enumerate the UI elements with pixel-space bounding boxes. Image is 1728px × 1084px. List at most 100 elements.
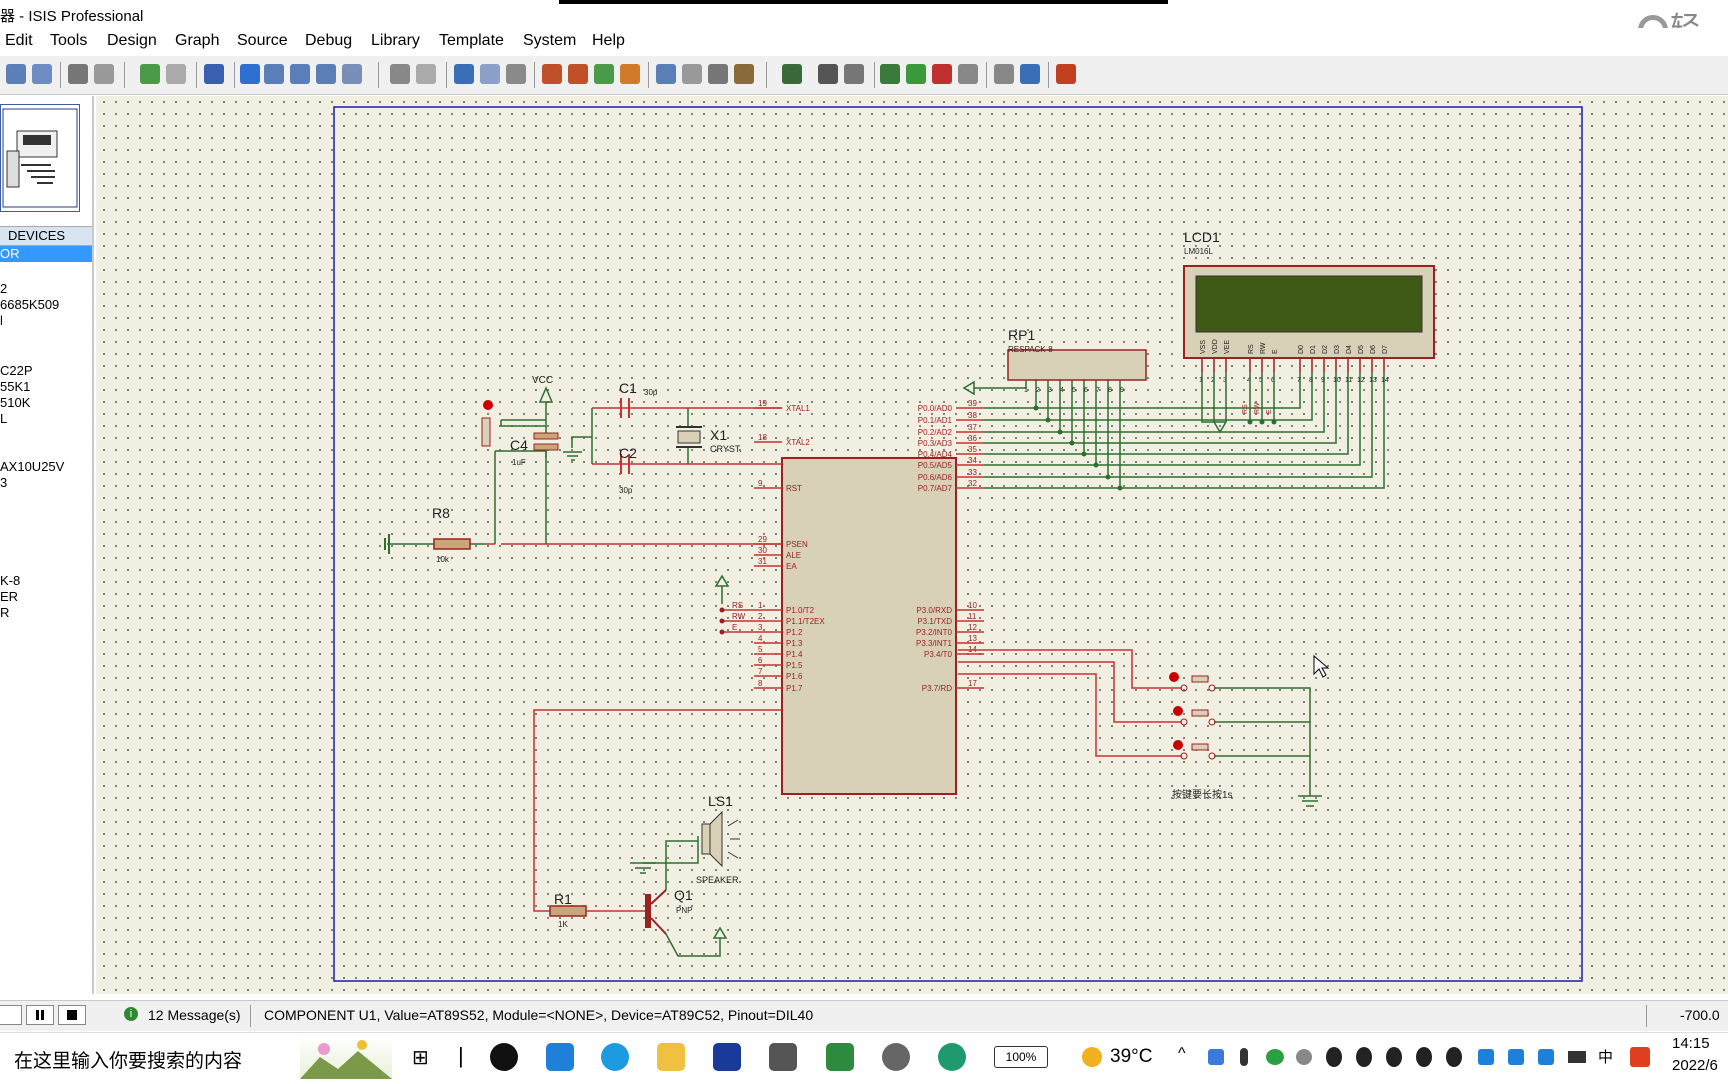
exit-parent-icon[interactable] — [958, 64, 978, 84]
stop-button[interactable] — [58, 1005, 86, 1025]
tray-app-icon[interactable] — [1538, 1049, 1554, 1065]
make-device-icon[interactable] — [682, 64, 702, 84]
device-item[interactable]: 510K — [0, 395, 31, 410]
device-item[interactable]: 6685K509 — [0, 297, 60, 312]
search-tag-icon[interactable] — [818, 64, 838, 84]
battery-indicator[interactable]: 100% — [994, 1046, 1048, 1068]
menu-tools[interactable]: Tools — [50, 32, 88, 49]
qq-tray-icon[interactable] — [1416, 1047, 1432, 1067]
isis-icon[interactable] — [713, 1043, 741, 1071]
menu-library[interactable]: Library — [371, 32, 420, 49]
bill-of-materials-icon[interactable] — [994, 64, 1014, 84]
r8-resistor[interactable] — [433, 538, 471, 550]
qq-icon[interactable] — [490, 1043, 518, 1071]
save-all-icon[interactable] — [32, 64, 52, 84]
electrical-check-icon[interactable] — [1020, 64, 1040, 84]
device-item[interactable]: C22P — [0, 363, 33, 378]
menu-design[interactable]: Design — [107, 32, 157, 49]
u1-chip-body[interactable] — [781, 457, 957, 795]
menu-edit[interactable]: Edit — [5, 32, 33, 49]
menu-template[interactable]: Template — [439, 32, 504, 49]
decompose-icon[interactable] — [734, 64, 754, 84]
print-icon[interactable] — [68, 64, 88, 84]
weather-temperature[interactable]: 39°C — [1110, 1046, 1153, 1067]
sogou-icon[interactable] — [1630, 1047, 1650, 1067]
redo-icon[interactable] — [416, 64, 436, 84]
rp1-respack[interactable] — [1007, 349, 1147, 381]
page-icon[interactable] — [94, 64, 114, 84]
pan-icon[interactable] — [240, 64, 260, 84]
cut-icon[interactable] — [454, 64, 474, 84]
c4-capacitor-top[interactable] — [533, 432, 559, 440]
device-item[interactable]: AX10U25V — [0, 459, 65, 474]
clock-time[interactable]: 14:15 — [1672, 1035, 1710, 1052]
qq-tray-icon[interactable] — [1356, 1047, 1372, 1067]
zoom-in-icon[interactable] — [264, 64, 284, 84]
keil-icon[interactable] — [826, 1043, 854, 1071]
zoom-out-icon[interactable] — [290, 64, 310, 84]
book-icon[interactable] — [769, 1043, 797, 1071]
origin-icon[interactable] — [204, 64, 224, 84]
c4-capacitor-bottom[interactable] — [533, 443, 559, 451]
qq-tray-icon[interactable] — [1446, 1047, 1462, 1067]
ime-indicator[interactable]: 中 — [1598, 1049, 1614, 1066]
network-icon[interactable] — [1568, 1051, 1586, 1063]
reset-button[interactable] — [481, 417, 491, 447]
remove-sheet-icon[interactable] — [932, 64, 952, 84]
settings-icon[interactable] — [882, 1043, 910, 1071]
menu-debug[interactable]: Debug — [305, 32, 353, 49]
wechat-icon[interactable] — [1266, 1049, 1284, 1065]
microphone-icon[interactable] — [1240, 1048, 1248, 1066]
qq-tray-icon[interactable] — [1386, 1047, 1402, 1067]
menu-source[interactable]: Source — [237, 32, 288, 49]
tray-app-icon[interactable] — [1208, 1049, 1224, 1065]
zoom-all-icon[interactable] — [316, 64, 336, 84]
search-box[interactable]: 在这里输入你要搜索的内容 — [14, 1051, 243, 1072]
clock-date[interactable]: 2022/6 — [1672, 1057, 1718, 1074]
grid-icon[interactable] — [166, 64, 186, 84]
pick-device-icon[interactable] — [656, 64, 676, 84]
new-sheet-icon[interactable] — [880, 64, 900, 84]
r1-resistor[interactable] — [549, 905, 587, 917]
button-3[interactable] — [1173, 740, 1216, 760]
x1-crystal[interactable] — [677, 430, 701, 444]
device-item[interactable]: 55K1 — [0, 379, 31, 394]
menu-system[interactable]: System — [523, 32, 577, 49]
wire-autoroute-icon[interactable] — [782, 64, 802, 84]
device-item[interactable]: 3 — [0, 475, 8, 490]
file-explorer-icon[interactable] — [657, 1043, 685, 1071]
menu-graph[interactable]: Graph — [175, 32, 220, 49]
block-move-icon[interactable] — [568, 64, 588, 84]
block-rotate-icon[interactable] — [594, 64, 614, 84]
message-count[interactable]: 12 Message(s) — [148, 1007, 241, 1023]
device-item[interactable]: L — [0, 411, 8, 426]
tray-app-icon[interactable] — [1296, 1049, 1312, 1065]
block-delete-icon[interactable] — [620, 64, 640, 84]
task-view-icon[interactable]: ⊞ — [412, 1047, 429, 1069]
add-sheet-icon[interactable] — [906, 64, 926, 84]
edge-icon[interactable] — [601, 1043, 629, 1071]
copy-icon[interactable] — [480, 64, 500, 84]
zoom-area-icon[interactable] — [342, 64, 362, 84]
refresh-icon[interactable] — [140, 64, 160, 84]
qq-tray-icon[interactable] — [1326, 1047, 1342, 1067]
tray-app-icon[interactable] — [1478, 1049, 1494, 1065]
pause-button[interactable] — [26, 1005, 54, 1025]
undo-icon[interactable] — [390, 64, 410, 84]
device-item[interactable]: K-8 — [0, 573, 21, 588]
property-tool-icon[interactable] — [844, 64, 864, 84]
button-1[interactable] — [1169, 672, 1216, 692]
device-item[interactable]: ER — [0, 589, 19, 604]
paste-icon[interactable] — [506, 64, 526, 84]
menu-help[interactable]: Help — [592, 32, 625, 49]
tray-expand-icon[interactable]: ^ — [1178, 1045, 1186, 1062]
recorder-icon[interactable] — [938, 1043, 966, 1071]
ls1-speaker-body[interactable] — [701, 823, 711, 855]
button-2[interactable] — [1173, 706, 1216, 726]
play-button[interactable] — [0, 1005, 22, 1025]
device-item-selected[interactable]: OR — [0, 246, 92, 262]
ares-icon[interactable] — [1056, 64, 1076, 84]
overview-preview[interactable] — [0, 104, 80, 212]
q1-transistor[interactable] — [650, 889, 667, 935]
